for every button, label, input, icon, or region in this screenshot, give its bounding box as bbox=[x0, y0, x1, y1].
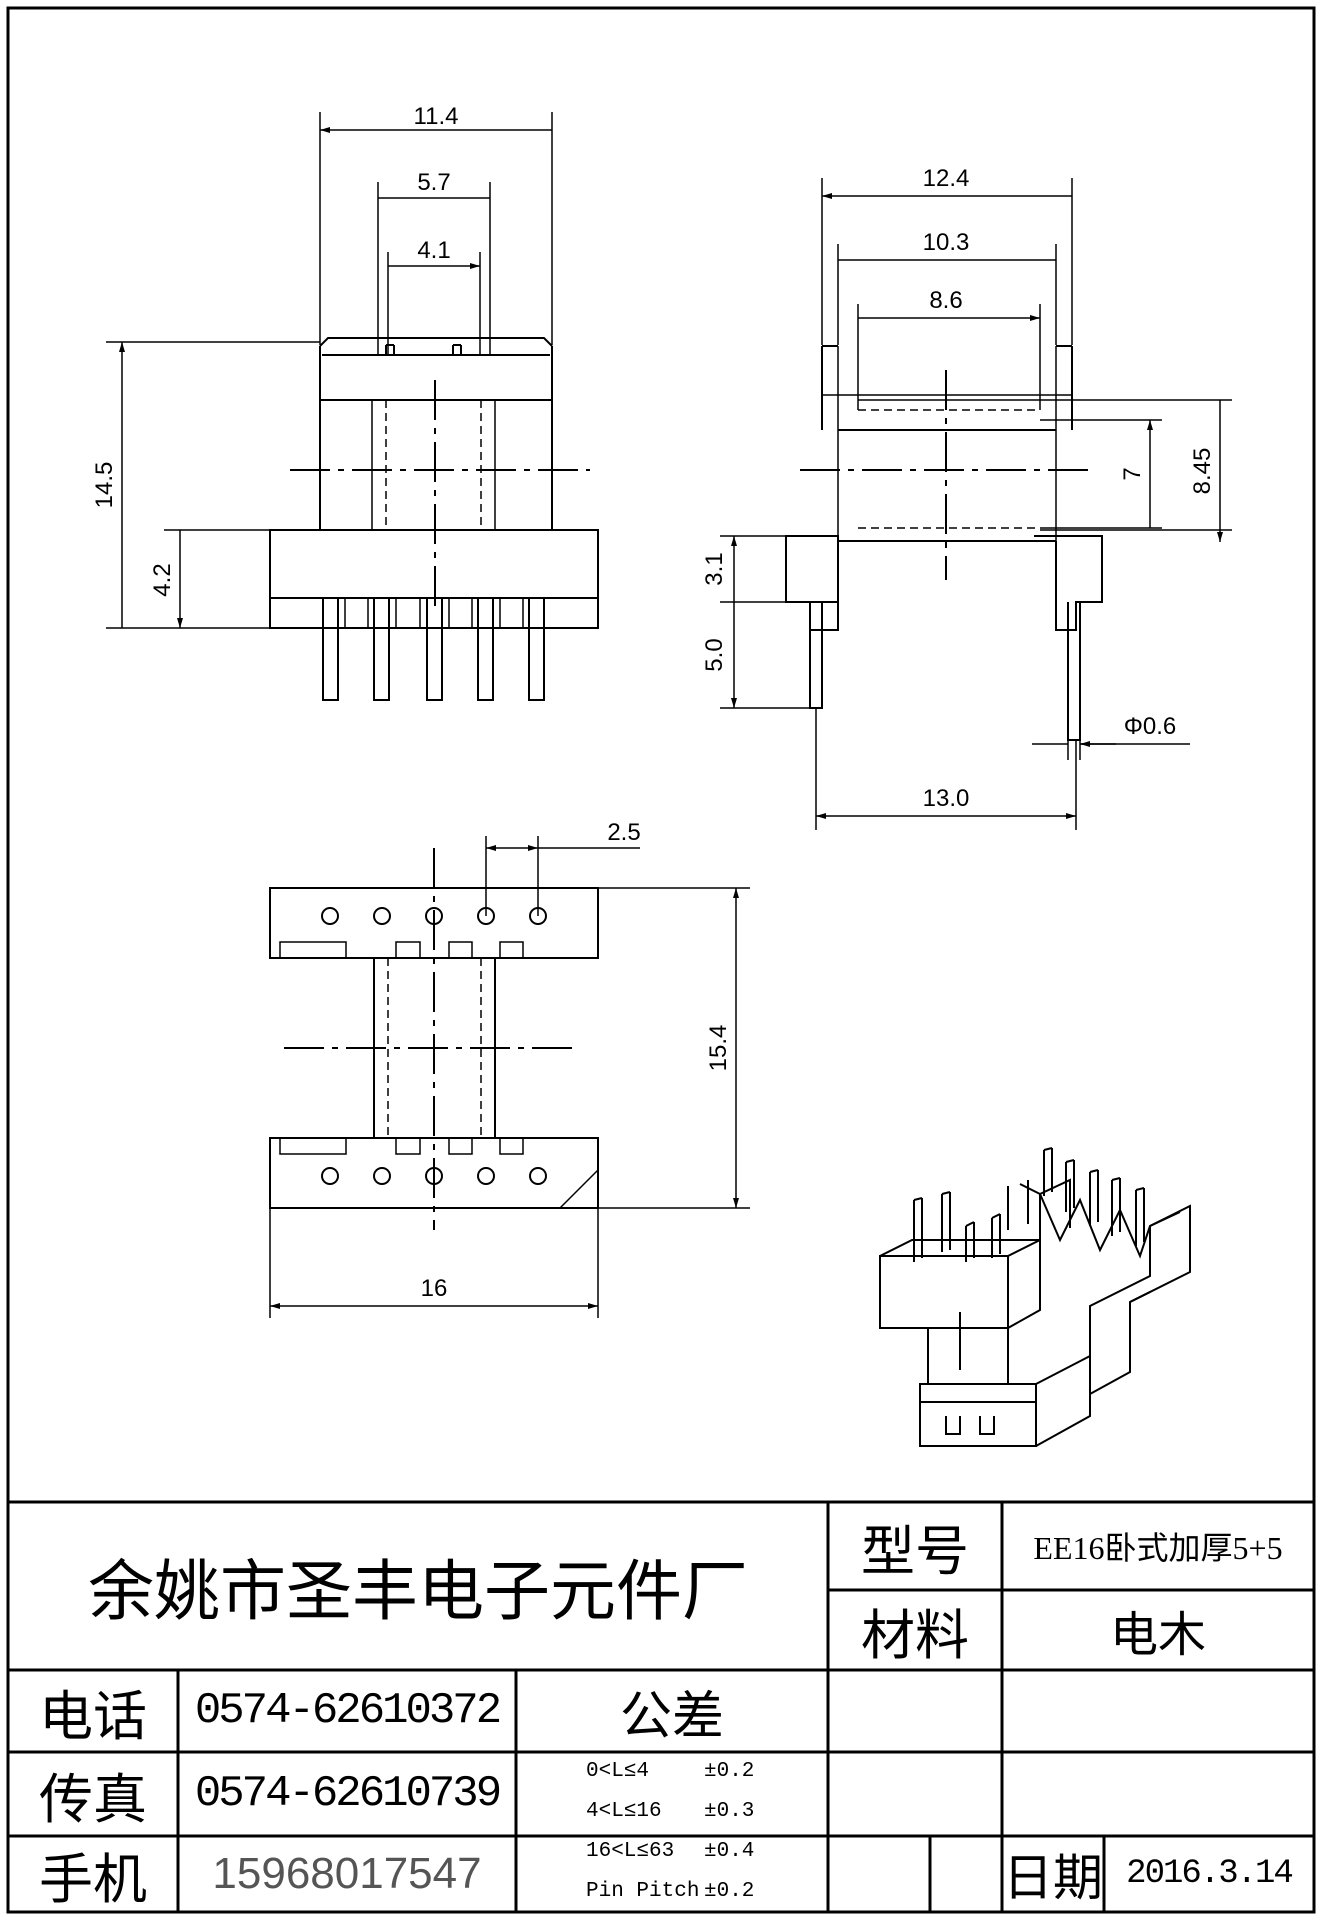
dim-front-w-inner: 4.1 bbox=[417, 237, 450, 264]
tol-value-1: ±0.3 bbox=[704, 1800, 755, 1823]
material-value: 电木 bbox=[1109, 1607, 1206, 1663]
dimension-labels: 11.4 5.7 4.1 14.5 4.2 12.4 10.3 8.6 7 8.… bbox=[91, 103, 1216, 1302]
tol-value-2: ±0.4 bbox=[704, 1840, 755, 1863]
dim-side-h-flange: 3.1 bbox=[701, 552, 728, 585]
dim-front-w-mid: 5.7 bbox=[417, 169, 450, 196]
dim-side-w-mid: 10.3 bbox=[923, 229, 970, 256]
company-name: 余姚市圣丰电子元件厂 bbox=[88, 1553, 748, 1630]
dim-side-w-outer: 12.4 bbox=[923, 165, 970, 192]
tolerance-table: 0<L≤4 ±0.2 4<L≤16 ±0.3 16<L≤63 ±0.4 Pin … bbox=[518, 1754, 826, 1910]
dim-side-pin-len: 5.0 bbox=[701, 638, 728, 671]
dim-front-h-base: 4.2 bbox=[149, 563, 176, 596]
material-label: 材料 bbox=[861, 1603, 969, 1667]
isometric-view bbox=[879, 1147, 1191, 1447]
sheet-border bbox=[6, 6, 1316, 1914]
phone-label: 电话 bbox=[39, 1684, 147, 1748]
phone-value: 0574-62610372 bbox=[194, 1686, 502, 1736]
front-view bbox=[269, 337, 599, 701]
dim-side-h-core: 7 bbox=[1119, 467, 1146, 480]
side-dimensions bbox=[720, 178, 1232, 830]
dim-side-h-total: 8.45 bbox=[1189, 448, 1216, 495]
mobile-label: 手机 bbox=[39, 1847, 147, 1911]
fax-value: 0574-62610739 bbox=[194, 1769, 502, 1819]
tol-range-2: 16<L≤63 bbox=[586, 1840, 675, 1863]
date-label: 日期 bbox=[1004, 1849, 1102, 1907]
tol-value-3: ±0.2 bbox=[704, 1880, 755, 1903]
title-block-grid bbox=[8, 1500, 1314, 1912]
model-label: 型号 bbox=[861, 1519, 969, 1583]
dim-top-length: 15.4 bbox=[705, 1025, 732, 1072]
tolerance-label: 公差 bbox=[619, 1686, 724, 1747]
dim-front-w-outer: 11.4 bbox=[414, 103, 459, 130]
top-dimensions bbox=[269, 836, 750, 1318]
tol-value-0: ±0.2 bbox=[704, 1760, 755, 1783]
side-view bbox=[785, 345, 1103, 741]
mobile-value: 15968017547 bbox=[212, 1849, 482, 1898]
dim-side-pin-span: 13.0 bbox=[923, 785, 970, 812]
dim-top-width: 16 bbox=[421, 1275, 448, 1302]
front-dimensions bbox=[106, 112, 553, 628]
tol-range-1: 4<L≤16 bbox=[586, 1800, 662, 1823]
top-view bbox=[269, 848, 599, 1230]
fax-label: 传真 bbox=[39, 1767, 147, 1831]
dim-side-pin-dia: Φ0.6 bbox=[1124, 713, 1177, 740]
date-value: 2016.3.14 bbox=[1126, 1855, 1294, 1893]
dim-top-pitch: 2.5 bbox=[607, 819, 640, 846]
tol-range-0: 0<L≤4 bbox=[586, 1760, 650, 1783]
dim-side-w-inner: 8.6 bbox=[929, 287, 962, 314]
dim-front-h-total: 14.5 bbox=[91, 462, 118, 509]
model-value: EE16卧式加厚5+5 bbox=[1033, 1530, 1283, 1566]
tol-range-3: Pin Pitch bbox=[586, 1880, 700, 1903]
